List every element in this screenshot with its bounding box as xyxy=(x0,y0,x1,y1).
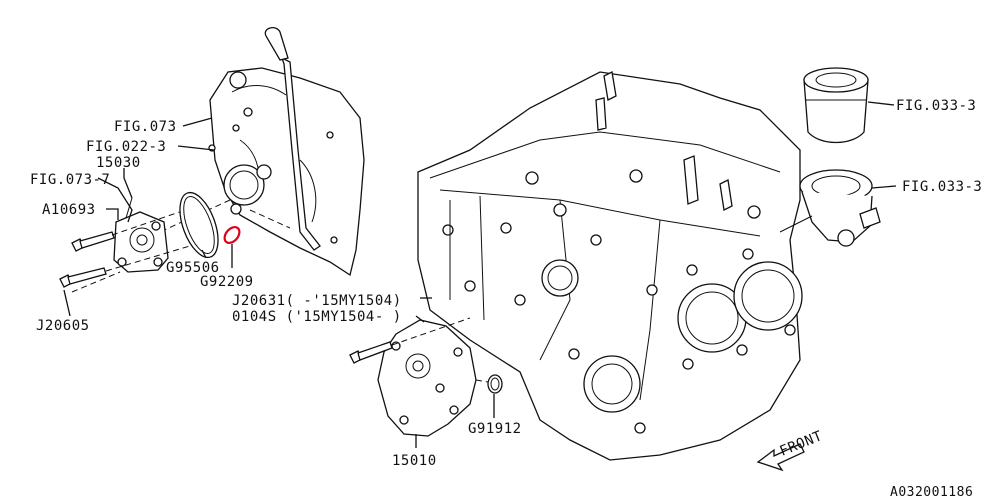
diagram-code: A032001186 xyxy=(890,485,973,500)
oil-filter-stand xyxy=(779,169,881,247)
label-front: FRONT xyxy=(778,428,825,460)
bolt-j20631 xyxy=(349,341,393,364)
label-g91912[interactable]: G91912 xyxy=(468,421,522,437)
label-0104s[interactable]: 0104S ('15MY1504- ) xyxy=(232,309,402,325)
oring-g91912 xyxy=(487,374,503,394)
bolt-j20605 xyxy=(59,267,107,288)
pump-cover-15030 xyxy=(113,197,169,273)
engine-block xyxy=(417,71,803,461)
oring-g95506 xyxy=(179,191,219,259)
label-j20605[interactable]: J20605 xyxy=(36,318,90,334)
label-fig022[interactable]: FIG.022-3 xyxy=(86,139,166,155)
label-g95506[interactable]: G95506 xyxy=(166,260,220,276)
label-fig073-top[interactable]: FIG.073 xyxy=(114,119,177,135)
label-fig033-top[interactable]: FIG.033-3 xyxy=(896,98,976,114)
label-fig073-left[interactable]: FIG.073-7 xyxy=(30,172,110,188)
label-15030[interactable]: 15030 xyxy=(96,155,141,171)
label-j20631[interactable]: J20631( -'15MY1504) xyxy=(232,293,402,309)
oil-pump-15010 xyxy=(377,319,477,437)
label-fig033-mid[interactable]: FIG.033-3 xyxy=(902,179,982,195)
label-g92209[interactable]: G92209 xyxy=(200,274,254,290)
oil-filter xyxy=(803,67,869,144)
transmission-housing xyxy=(159,26,365,277)
front-arrow-icon xyxy=(756,443,805,472)
leader-lines xyxy=(63,101,897,448)
bolt-a10693 xyxy=(71,231,115,252)
oring-g92209-highlight xyxy=(223,226,241,244)
label-15010[interactable]: 15010 xyxy=(392,453,437,469)
label-a10693[interactable]: A10693 xyxy=(42,202,96,218)
